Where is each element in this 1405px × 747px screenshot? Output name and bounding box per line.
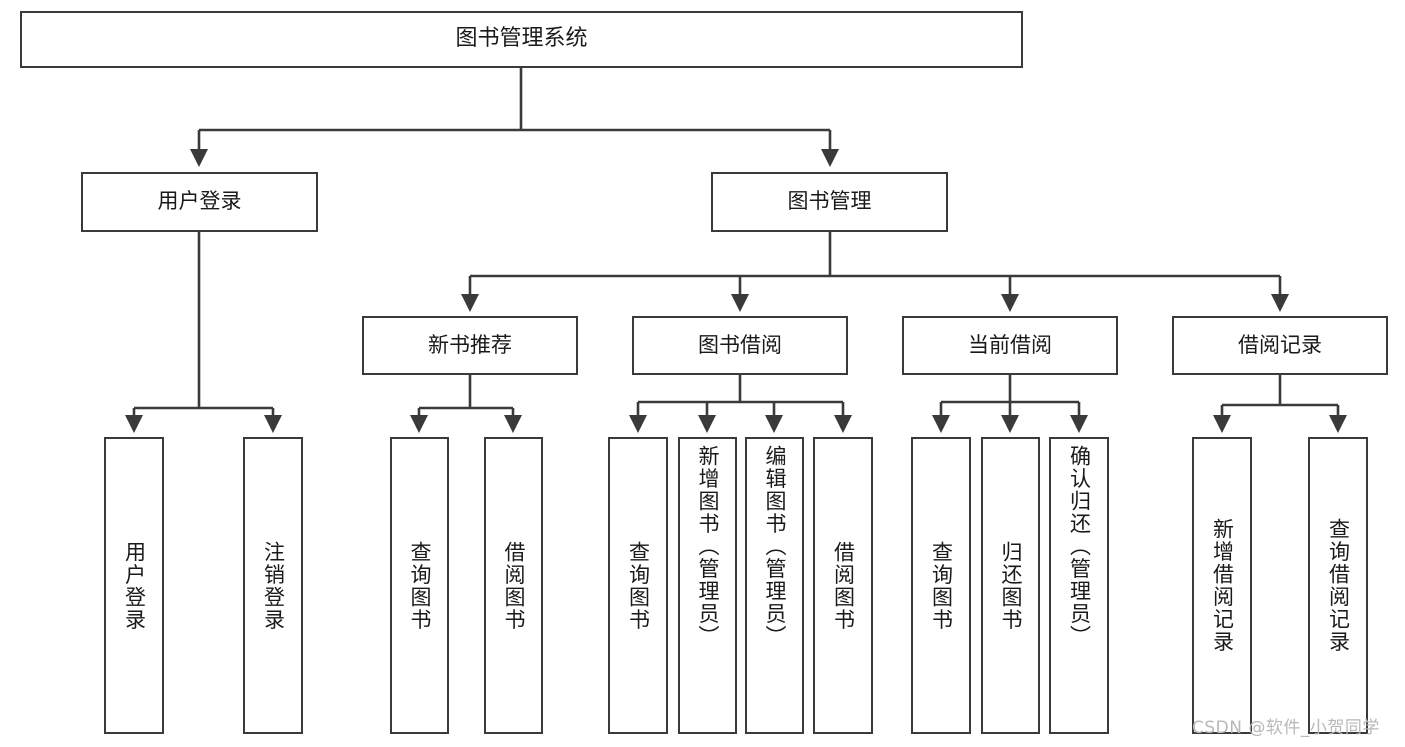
leaf-borrow-book[interactable]: 借阅图书 bbox=[813, 437, 873, 734]
leaf-query-borrow-record[interactable]: 查询借阅记录 bbox=[1308, 437, 1368, 734]
leaf-return-book[interactable]: 归还图书 bbox=[981, 437, 1040, 734]
node-label: 查询借阅记录 bbox=[1326, 518, 1351, 653]
node-label: 查询图书 bbox=[626, 540, 651, 631]
node-label: 借阅图书 bbox=[502, 540, 526, 631]
node-root-book-management-system[interactable]: 图书管理系统 bbox=[20, 11, 1023, 68]
node-book-borrow[interactable]: 图书借阅 bbox=[632, 316, 848, 375]
watermark: CSDN @软件_小贺同学 bbox=[1192, 718, 1380, 738]
node-label: 新增图书（管理员） bbox=[696, 445, 720, 648]
node-user-login[interactable]: 用户登录 bbox=[81, 172, 318, 232]
node-new-book-recommend[interactable]: 新书推荐 bbox=[362, 316, 578, 375]
leaf-query-book-current[interactable]: 查询图书 bbox=[911, 437, 971, 734]
leaf-edit-book-admin[interactable]: 编辑图书（管理员） bbox=[745, 437, 804, 734]
node-borrow-record[interactable]: 借阅记录 bbox=[1172, 316, 1388, 375]
node-label: 图书管理系统 bbox=[455, 26, 588, 52]
node-label: 新书推荐 bbox=[428, 332, 512, 357]
leaf-confirm-return-admin[interactable]: 确认归还（管理员） bbox=[1049, 437, 1109, 734]
leaf-user-login[interactable]: 用户登录 bbox=[104, 437, 164, 734]
leaf-query-book-borrow[interactable]: 查询图书 bbox=[608, 437, 668, 734]
node-current-borrow[interactable]: 当前借阅 bbox=[902, 316, 1118, 375]
node-label: 图书借阅 bbox=[698, 332, 782, 357]
node-label: 用户登录 bbox=[122, 540, 147, 631]
leaf-logout[interactable]: 注销登录 bbox=[243, 437, 303, 734]
node-label: 当前借阅 bbox=[968, 332, 1052, 357]
leaf-query-book-recommend[interactable]: 查询图书 bbox=[390, 437, 449, 734]
node-label: 查询图书 bbox=[408, 540, 432, 631]
node-label: 确认归还（管理员） bbox=[1067, 445, 1092, 648]
node-label: 查询图书 bbox=[929, 540, 954, 631]
node-label: 图书管理 bbox=[787, 189, 872, 214]
leaf-add-book-admin[interactable]: 新增图书（管理员） bbox=[678, 437, 737, 734]
node-label: 用户登录 bbox=[157, 189, 242, 214]
leaf-add-borrow-record[interactable]: 新增借阅记录 bbox=[1192, 437, 1252, 734]
node-book-management[interactable]: 图书管理 bbox=[711, 172, 948, 232]
node-label: 归还图书 bbox=[999, 540, 1023, 631]
node-label: 借阅图书 bbox=[831, 540, 856, 631]
node-label: 借阅记录 bbox=[1238, 332, 1322, 357]
node-label: 注销登录 bbox=[261, 540, 286, 631]
leaf-borrow-book-recommend[interactable]: 借阅图书 bbox=[484, 437, 543, 734]
node-label: 编辑图书（管理员） bbox=[763, 445, 787, 648]
node-label: 新增借阅记录 bbox=[1210, 518, 1235, 653]
